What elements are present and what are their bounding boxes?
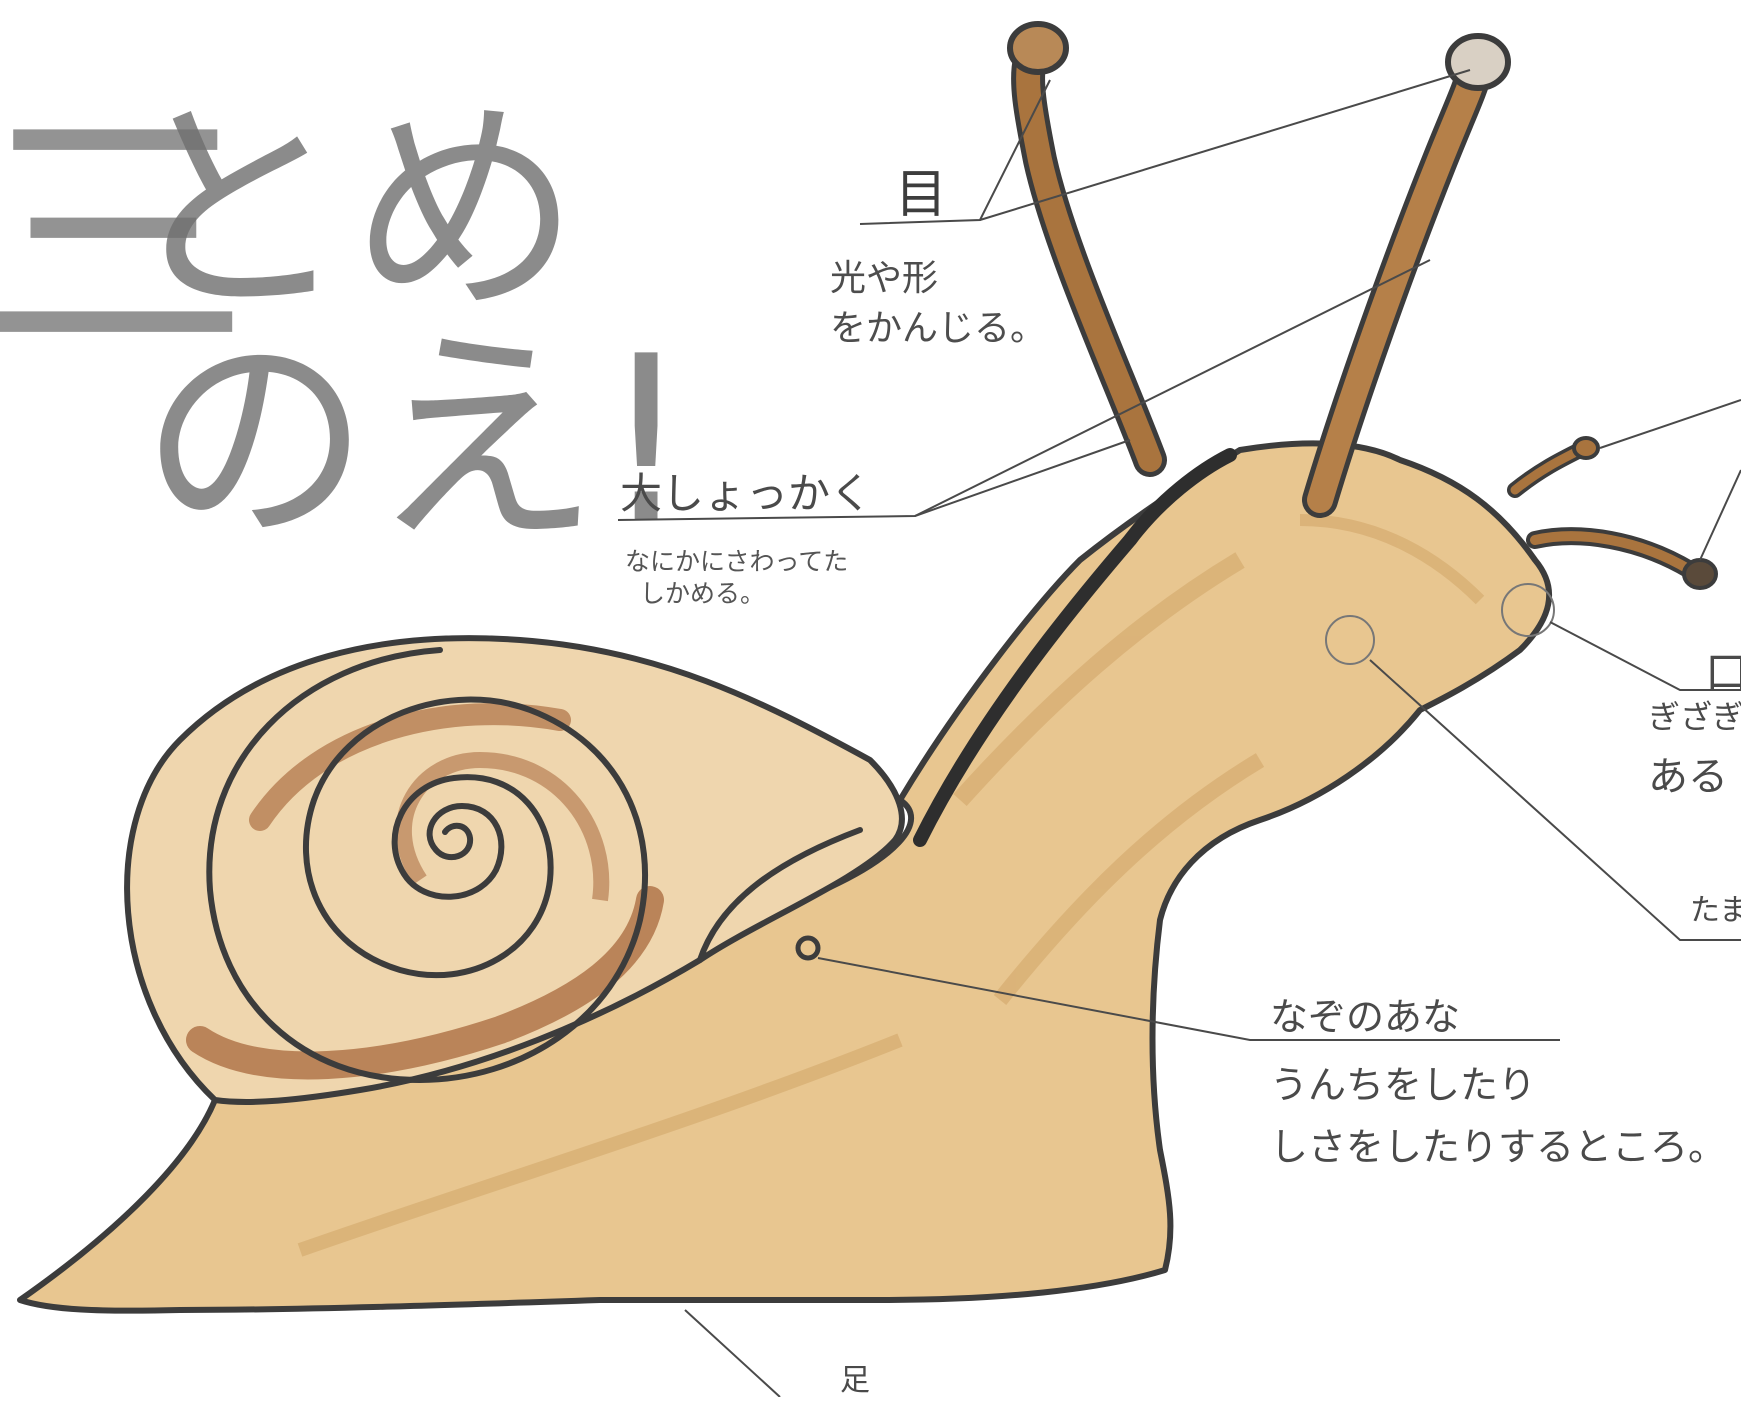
label-egg-hole: たま: [1690, 893, 1741, 928]
mouth-note-2: ある: [1648, 754, 1728, 800]
mystery-hole-note-2: しさをしたりするところ。: [1270, 1125, 1726, 1169]
mystery-hole-note-1: うんちをしたり: [1270, 1063, 1536, 1107]
foot-label: 足: [840, 1363, 870, 1397]
foot-leader: [685, 1310, 780, 1397]
title-line1: とめ: [120, 78, 580, 345]
small-tentacle-leader-a: [1600, 400, 1741, 448]
small-tentacle-leader-b: [1700, 470, 1741, 560]
title-line2: のえ!: [140, 308, 692, 575]
eye-note-2: をかんじる。: [830, 308, 1046, 349]
mouth-note-1: ぎざぎ: [1648, 698, 1741, 736]
label-eye: 目 光や形 をかんじる。: [830, 165, 1046, 349]
big-tentacle-leader-left: [915, 440, 1130, 516]
big-tentacle-note-2: しかめる。: [640, 579, 765, 608]
mouth-label: 口: [1705, 648, 1741, 699]
eye-label: 目: [895, 165, 947, 225]
right-eye-ball: [1448, 36, 1508, 88]
eye-note-1: 光や形: [830, 258, 938, 299]
small-tentacles: [1515, 438, 1716, 588]
egg-hole-note: たま: [1690, 893, 1741, 928]
big-tentacle-label: 大しょっかく: [620, 469, 872, 518]
label-foot: 足: [840, 1363, 870, 1397]
label-mystery-hole: なぞのあな うんちをしたり しさをしたりするところ。: [1270, 995, 1726, 1169]
title-handwriting: 三 とめ のえ!: [0, 78, 692, 575]
big-tentacle-note-1: なにかにさわってた: [625, 547, 848, 576]
left-tentacle: [1010, 24, 1150, 460]
mystery-hole: [798, 938, 818, 958]
label-mouth: 口 ぎざぎ ある: [1648, 648, 1741, 800]
left-eye-ball: [1010, 24, 1066, 72]
mystery-hole-label: なぞのあな: [1270, 995, 1460, 1039]
